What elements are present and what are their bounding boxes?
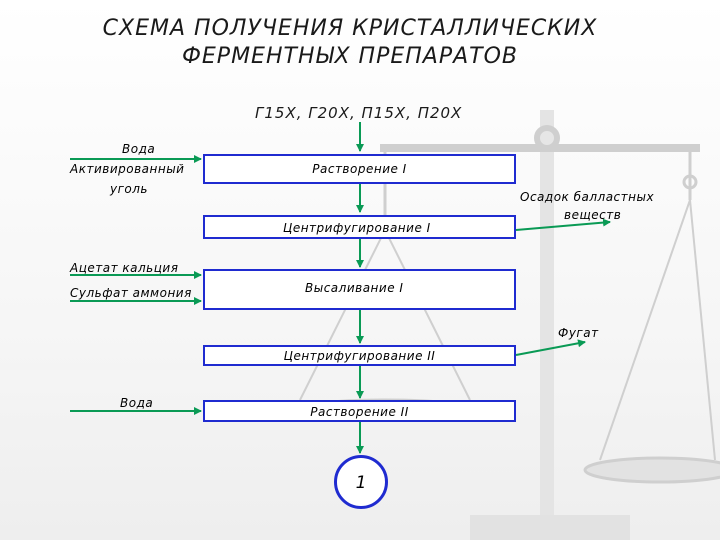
title-line-2: ФЕРМЕНТНЫХ ПРЕПАРАТОВ <box>181 44 519 69</box>
title-line-1: СХЕМА ПОЛУЧЕНИЯ КРИСТАЛЛИЧЕСКИХ <box>102 16 598 41</box>
input-water-2: Вода <box>120 396 154 410</box>
step-salting-out-label: Высаливание I <box>305 281 404 295</box>
step-centrifugation-1-label: Центрифугирование I <box>283 221 431 235</box>
step-dissolution-1-label: Растворение I <box>312 162 407 176</box>
output-fugat: Фугат <box>558 326 599 340</box>
step-centrifugation-1: Центрифугирование I <box>203 215 516 239</box>
input-calcium-acetate: Ацетат кальция <box>70 261 179 275</box>
arrow-sediment-output <box>515 218 611 231</box>
input-activated-carbon-line1: Активированный <box>70 162 185 176</box>
input-water-1: Вода <box>122 142 156 156</box>
input-activated-carbon-line2: уголь <box>110 182 148 196</box>
step-dissolution-2-label: Растворение II <box>310 405 409 419</box>
output-sediment-line1: Осадок балластных <box>520 190 655 204</box>
step-centrifugation-2-label: Центрифугирование II <box>283 349 436 363</box>
output-sediment-line2: веществ <box>564 208 622 222</box>
arrow-fugat-output <box>515 339 586 356</box>
step-salting-out: Высаливание I <box>203 269 516 310</box>
step-dissolution-2: Растворение II <box>203 400 516 422</box>
step-dissolution-1: Растворение I <box>203 154 516 184</box>
step-centrifugation-2: Центрифугирование II <box>203 345 516 366</box>
source-materials: Г15Х, Г20Х, П15Х, П20Х <box>255 104 463 122</box>
input-ammonium-sulfate: Сульфат аммония <box>70 286 192 300</box>
end-node: 1 <box>334 455 388 509</box>
